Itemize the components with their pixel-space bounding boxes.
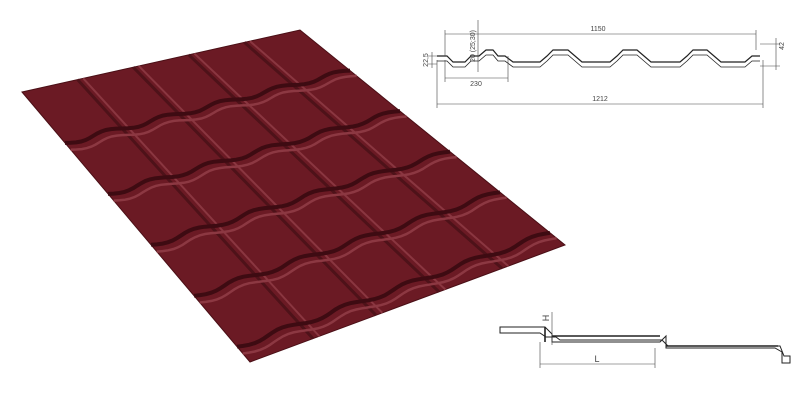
tile-step-highlight	[199, 196, 507, 304]
tile-step-highlight	[156, 155, 457, 253]
step-length-label: L	[594, 354, 599, 364]
profile-outline-inner	[437, 54, 760, 68]
tile-step-shadow	[193, 190, 501, 298]
tile-step-shadow	[236, 230, 551, 349]
step-drawing: H L	[499, 312, 791, 368]
total-height-label: 42	[779, 42, 786, 50]
tile-groove	[76, 78, 315, 340]
step-top-edge	[544, 327, 778, 347]
overall-width-label: 1212	[592, 96, 608, 103]
tile-groove-highlight	[138, 65, 384, 314]
tile-groove	[187, 53, 441, 293]
tile-step-highlight	[70, 74, 357, 151]
effective-width-label: 1150	[590, 26, 605, 33]
tile-step-shadow	[64, 68, 351, 145]
tile-groove-highlight	[249, 40, 509, 267]
tile-groove	[243, 41, 503, 270]
wave-pitch-label: 230	[470, 81, 482, 88]
wave-height-label: 20 (25;30)	[470, 30, 477, 62]
edge-height-label: 22,5	[423, 53, 430, 67]
roof-tile-sheet	[21, 29, 566, 363]
tile-step-shadow	[150, 149, 451, 247]
tile-groove-highlight	[193, 52, 446, 291]
tile-step-highlight	[242, 236, 557, 355]
tile-step-highlight	[113, 115, 407, 202]
tile-groove	[132, 66, 378, 317]
profile-drawing: 1150 230 1212 20 (25;30) 22,5 42	[423, 20, 786, 108]
step-height-label: H	[541, 315, 551, 322]
tile-step-shadow	[107, 109, 401, 196]
profile-outline	[437, 49, 760, 63]
step-outline	[499, 326, 791, 364]
tile-groove-highlight	[82, 77, 321, 337]
